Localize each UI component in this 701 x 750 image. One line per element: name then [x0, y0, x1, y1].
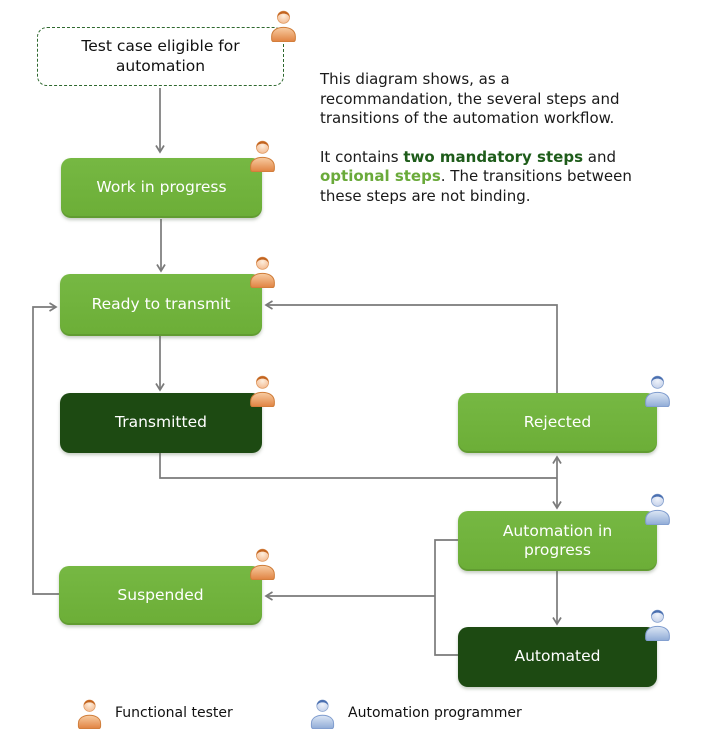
functional-tester-icon	[271, 10, 296, 42]
legend-functional-tester: Functional tester	[75, 696, 233, 730]
node-label: Test case eligible for automation	[81, 37, 240, 75]
arrow-suspended-to-ready	[32, 302, 59, 595]
functional-tester-icon	[250, 256, 275, 288]
node-label: Work in progress	[96, 178, 227, 197]
node-rejected: Rejected	[458, 375, 670, 453]
node-automation-in-progress: Automation in progress	[458, 493, 670, 571]
mandatory-steps-text: two mandatory steps	[403, 147, 583, 166]
node-label: Suspended	[117, 585, 204, 604]
node-label: Automation in progress	[502, 521, 613, 559]
functional-tester-icon	[77, 699, 102, 729]
node-transmitted: Transmitted	[60, 375, 275, 453]
node-automated: Automated	[458, 609, 670, 687]
node-suspended: Suspended	[59, 548, 275, 625]
node-test-case-eligible: Test case eligible for automation	[37, 10, 296, 86]
legend-label: Automation programmer	[348, 705, 522, 721]
legend-automation-programmer: Automation programmer	[308, 696, 522, 730]
node-label: Automated	[514, 647, 601, 666]
line-transmitted-to-junction	[159, 453, 557, 479]
description-paragraph-2: It contains two mandatory steps and opti…	[320, 147, 632, 205]
bracket-automation-automated	[434, 539, 458, 656]
description-text: This diagram shows, as a recommandation,…	[320, 70, 644, 225]
node-work-in-progress: Work in progress	[61, 140, 275, 218]
functional-tester-icon	[250, 548, 275, 580]
automation-programmer-icon	[645, 493, 670, 525]
optional-steps-text: optional steps	[320, 167, 441, 185]
node-label: Ready to transmit	[91, 295, 231, 314]
automation-programmer-icon	[645, 609, 670, 641]
automation-programmer-icon	[310, 699, 335, 729]
functional-tester-icon	[250, 140, 275, 172]
node-label: Rejected	[523, 413, 592, 432]
automation-programmer-icon	[645, 375, 670, 407]
functional-tester-icon	[250, 375, 275, 407]
legend-label: Functional tester	[115, 705, 233, 721]
description-paragraph-1: This diagram shows, as a recommandation,…	[320, 70, 620, 127]
node-label: Transmitted	[115, 413, 207, 432]
arrow-rejected-to-ready	[264, 300, 558, 393]
node-ready-to-transmit: Ready to transmit	[60, 256, 275, 336]
